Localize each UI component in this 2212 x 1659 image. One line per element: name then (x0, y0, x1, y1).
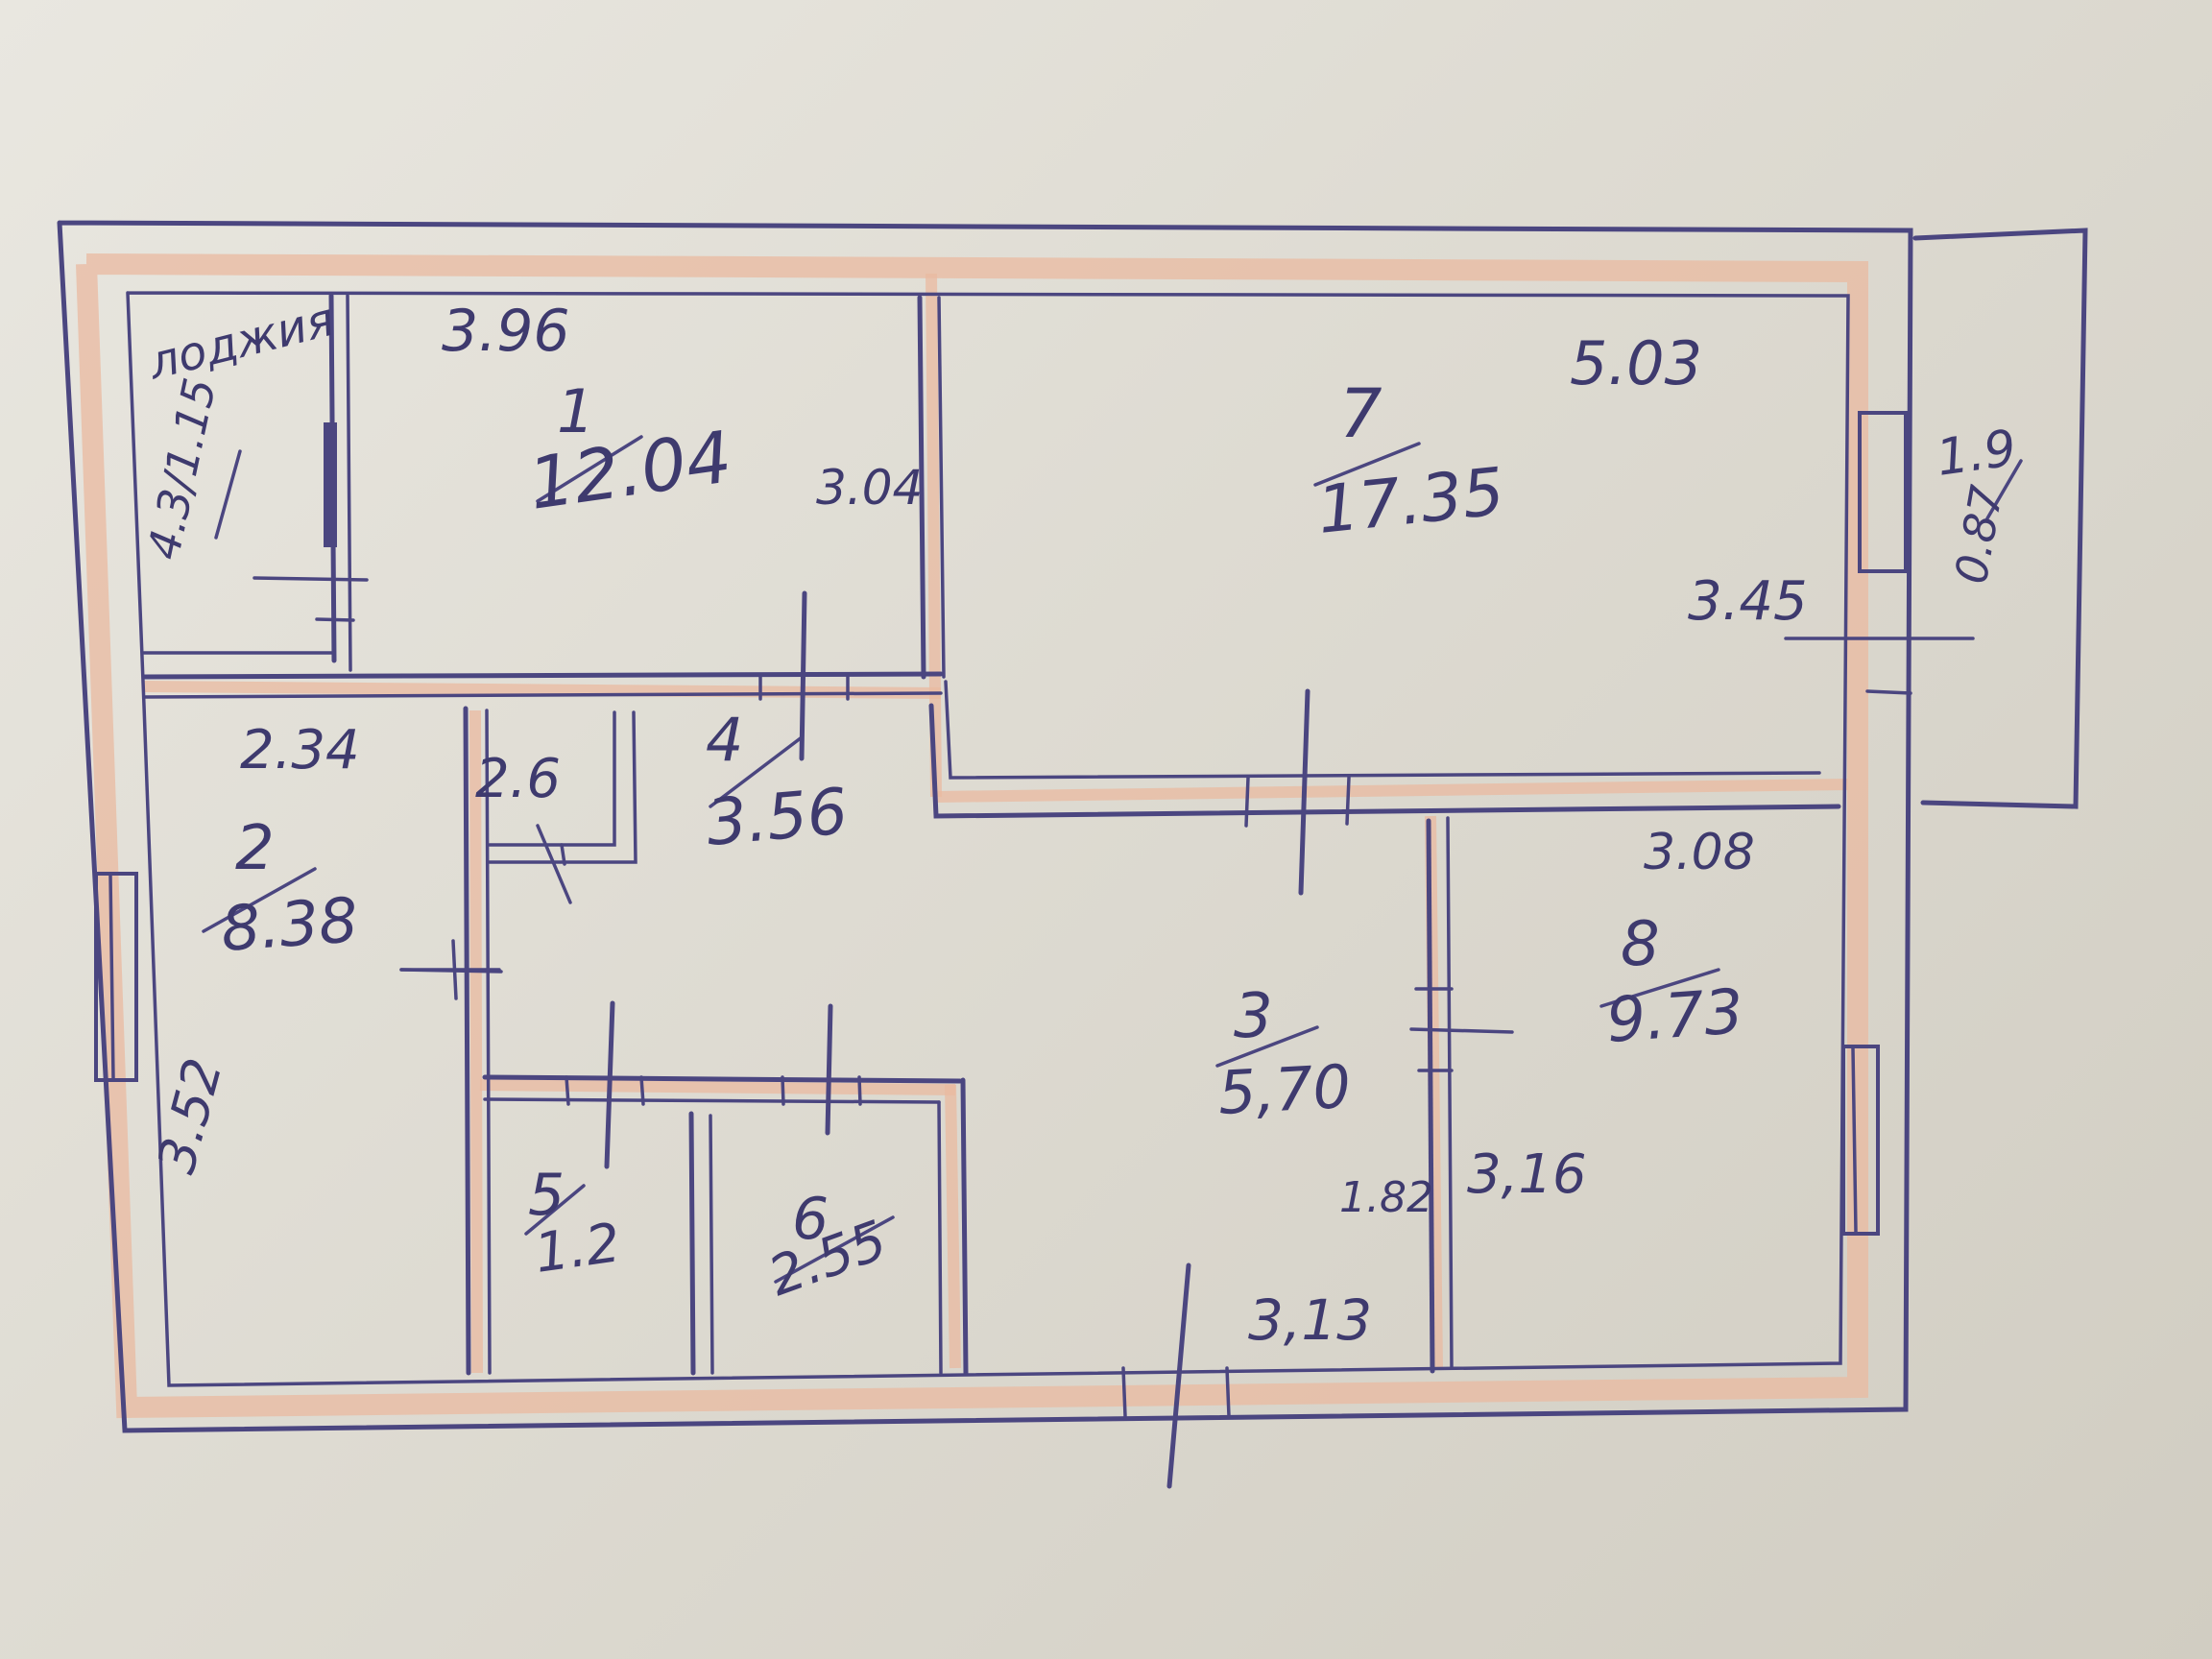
loggia-label: лоджия (142, 293, 339, 391)
room-1-area: 12.04 (524, 416, 737, 526)
fraction-bars (202, 435, 2023, 1284)
room-1-number: 1 (557, 376, 594, 446)
room-7-number: 7 (1339, 374, 1382, 453)
balcony-fraction-top: 1.9 (1933, 420, 2019, 488)
dimension-labels: 3.96 5.03 3.04 3.45 2.34 2.6 3.08 3.52 1… (146, 298, 1808, 1353)
room-5-area: 1.2 (531, 1212, 624, 1286)
dim-5-03: 5.03 (1570, 328, 1702, 398)
room-7-area: 17.35 (1314, 454, 1508, 549)
dim-1-82: 1.82 (1339, 1173, 1433, 1222)
room-2-number: 2 (235, 813, 275, 884)
dim-2-34: 2.34 (240, 719, 360, 781)
loggia-fraction: 4.3/1.15 (137, 373, 227, 564)
dim-3-04: 3.04 (816, 460, 923, 516)
room-5-number: 5 (528, 1162, 565, 1229)
wall-tint (76, 253, 1868, 1419)
room-8-area: 9.73 (1604, 976, 1745, 1057)
room-4-area: 3.56 (704, 774, 851, 860)
dim-3-13: 3,13 (1248, 1287, 1372, 1353)
room-3-area: 5,70 (1216, 1051, 1353, 1128)
walls (57, 220, 2088, 1433)
room-2-area: 8.38 (219, 885, 360, 966)
dim-3-16: 3,16 (1467, 1143, 1587, 1206)
balcony-fraction-bottom: 0.87 (1945, 482, 2013, 588)
room-4-number: 4 (706, 705, 743, 775)
room-3-number: 3 (1234, 981, 1273, 1052)
openings (94, 411, 1975, 1489)
dim-2-6: 2.6 (475, 748, 561, 810)
room-6-number: 6 (792, 1186, 829, 1253)
dim-3-08: 3.08 (1644, 824, 1755, 881)
dim-3-45: 3.45 (1688, 570, 1808, 633)
room-8-number: 8 (1621, 909, 1660, 980)
dim-3-96: 3.96 (442, 298, 570, 365)
